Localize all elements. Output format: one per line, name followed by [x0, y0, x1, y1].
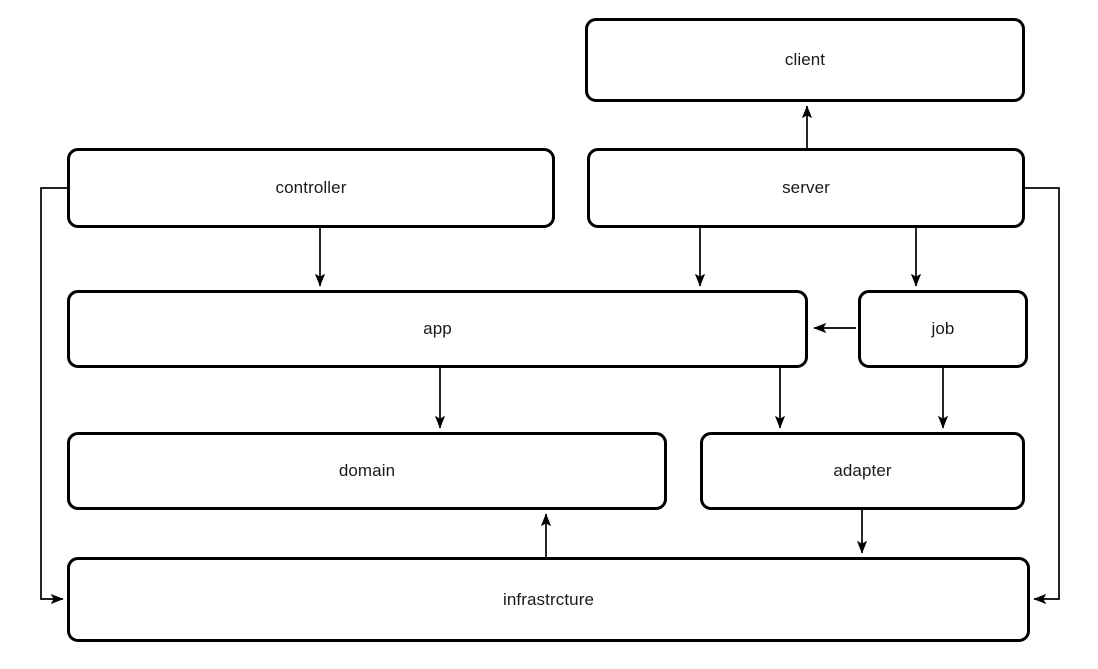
- node-label-server: server: [782, 178, 830, 197]
- node-server[interactable]: server: [587, 148, 1025, 228]
- node-label-app: app: [423, 319, 452, 338]
- node-client[interactable]: client: [585, 18, 1025, 102]
- edge-controller-to-infrastructure: [40, 187, 67, 605]
- edge-server-to-infrastructure: [1025, 187, 1060, 605]
- node-domain[interactable]: domain: [67, 432, 667, 510]
- node-label-controller: controller: [275, 178, 347, 197]
- node-label-client: client: [784, 50, 826, 69]
- node-job[interactable]: job: [858, 290, 1028, 368]
- node-controller[interactable]: controller: [67, 148, 555, 228]
- node-infrastructure[interactable]: infrastrcture: [67, 557, 1030, 642]
- node-label-domain: domain: [338, 461, 396, 480]
- node-label-adapter: adapter: [833, 461, 892, 480]
- node-label-infrastructure: infrastrcture: [502, 589, 595, 609]
- node-app[interactable]: app: [67, 290, 808, 368]
- node-label-job: job: [931, 319, 955, 338]
- node-adapter[interactable]: adapter: [700, 432, 1025, 510]
